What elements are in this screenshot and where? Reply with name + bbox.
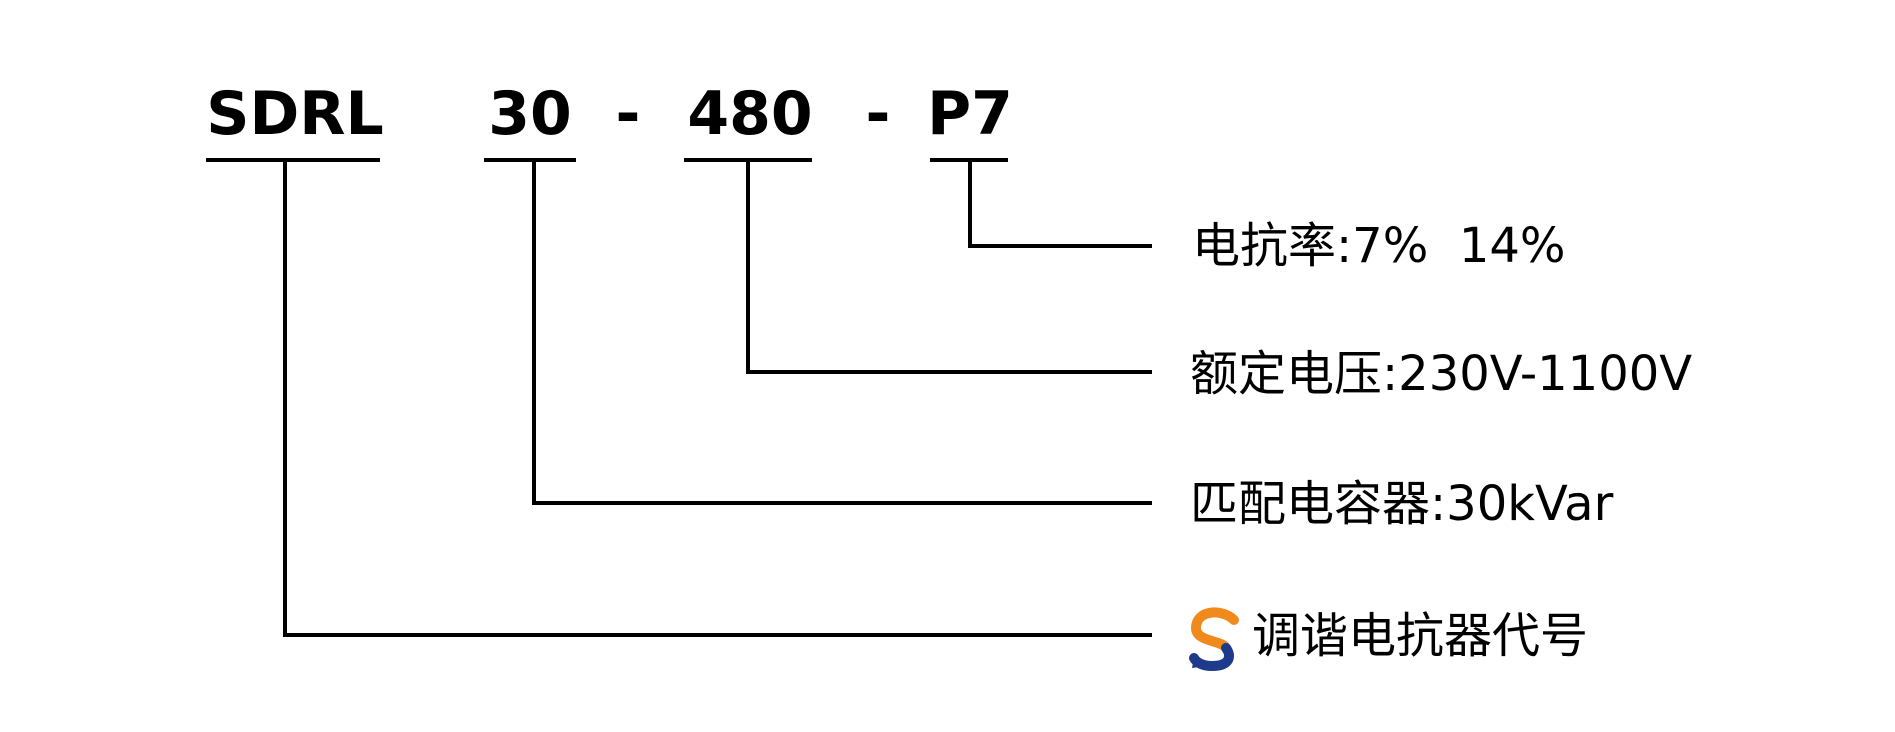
code-ratio: P7	[927, 79, 1013, 149]
code-separator-2: -	[866, 79, 891, 149]
code-capacity: 30	[488, 79, 572, 149]
code-separator-1: -	[616, 79, 641, 149]
connector-capacity	[532, 160, 1152, 505]
connector-ratio	[968, 160, 1152, 248]
description-series: 调谐电抗器代号	[1252, 608, 1588, 664]
s-logo-icon	[1189, 607, 1239, 672]
connector-voltage	[746, 160, 1152, 374]
description-ratio: 电抗率:7% 14%	[1192, 218, 1566, 274]
description-voltage: 额定电压:230V-1100V	[1190, 346, 1692, 402]
code-voltage: 480	[687, 79, 812, 149]
description-capacity: 匹配电容器:30kVar	[1190, 476, 1614, 532]
connector-series	[283, 160, 1152, 637]
code-series: SDRL	[206, 79, 383, 149]
